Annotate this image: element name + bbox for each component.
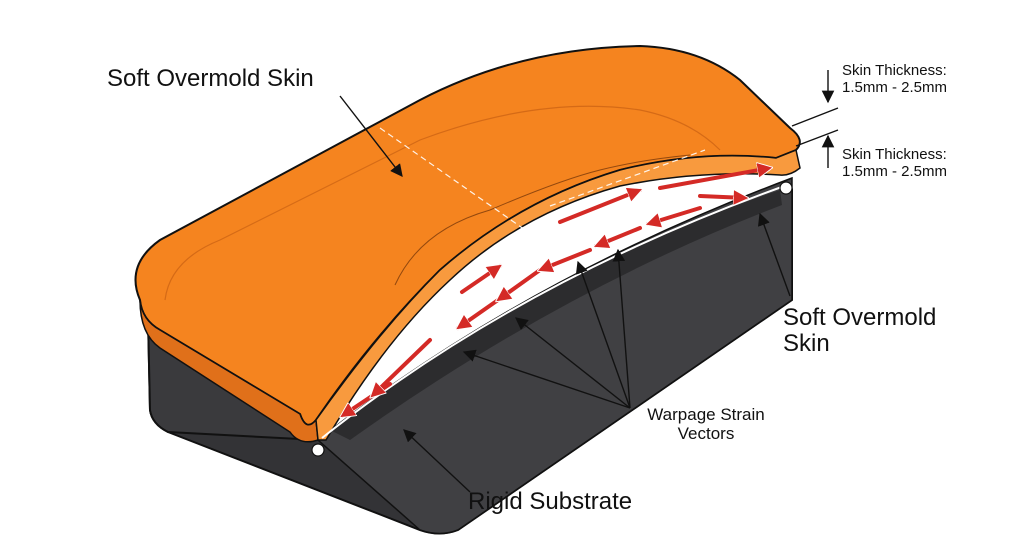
skin-contour-line (394, 154, 691, 286)
label-rigid-substrate: Rigid Substrate (468, 488, 633, 515)
corner-relief-right (779, 181, 793, 195)
leader-warpage-1 (462, 349, 631, 409)
leader-lines (339, 70, 839, 493)
leader-substrate (403, 429, 471, 493)
strain-vector-8 (698, 196, 746, 198)
strain-vector-3 (458, 298, 500, 328)
substrate-core-texture (330, 190, 782, 440)
leader-skin-top (339, 95, 403, 177)
strain-vector-10 (658, 168, 770, 190)
leader-skin-right (757, 212, 791, 297)
overmold-skin-cut-band (315, 148, 801, 441)
strain-vector-11 (460, 266, 500, 294)
label-soft-overmold-skin-top: Soft Overmold Skin (107, 65, 314, 92)
thickness-ext-line-1 (791, 107, 839, 127)
corner-relief-left (311, 443, 325, 457)
strain-vector-2 (372, 338, 432, 396)
leader-warpage-2 (515, 317, 631, 409)
label-warpage-strain-vectors: Warpage Strain Vectors (647, 405, 765, 443)
skin-surface-line (164, 105, 721, 301)
leader-warpage-4 (612, 248, 631, 409)
strain-vector-7 (648, 206, 702, 224)
label-skin-thickness-2: Skin Thickness: 1.5mm - 2.5mm (842, 146, 948, 181)
label-soft-overmold-skin-right: Soft Overmold Skin (783, 304, 937, 358)
strain-vector-4 (498, 268, 542, 300)
warpage-strain-vectors (342, 168, 770, 416)
leader-warpage-3 (575, 260, 631, 409)
label-skin-thickness-1: Skin Thickness: 1.5mm - 2.5mm (842, 62, 948, 97)
strain-vector-9 (558, 190, 640, 224)
skin-parting-line (379, 127, 706, 250)
strain-vector-5 (540, 248, 592, 270)
strain-vector-6 (596, 226, 642, 246)
thickness-ext-line-2 (795, 129, 839, 147)
